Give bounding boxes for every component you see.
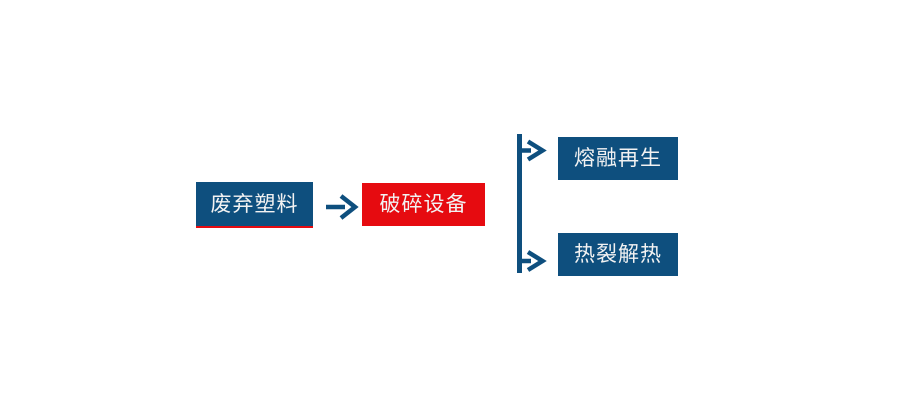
branch-arrow-top-icon — [522, 139, 547, 162]
flow-arrow-icon — [326, 194, 359, 220]
node-melt-regeneration: 熔融再生 — [558, 137, 678, 180]
node-label: 破碎设备 — [379, 193, 468, 216]
node-label: 废弃塑料 — [210, 192, 299, 216]
node-label: 熔融再生 — [574, 147, 662, 170]
node-label: 热裂解热 — [574, 243, 662, 266]
branch-arrow-bottom-icon — [522, 250, 547, 272]
branch-connector — [517, 134, 547, 273]
node-crushing-equipment: 破碎设备 — [362, 183, 485, 226]
node-waste-plastic: 废弃塑料 — [196, 182, 313, 228]
node-pyrolysis: 热裂解热 — [558, 233, 678, 276]
